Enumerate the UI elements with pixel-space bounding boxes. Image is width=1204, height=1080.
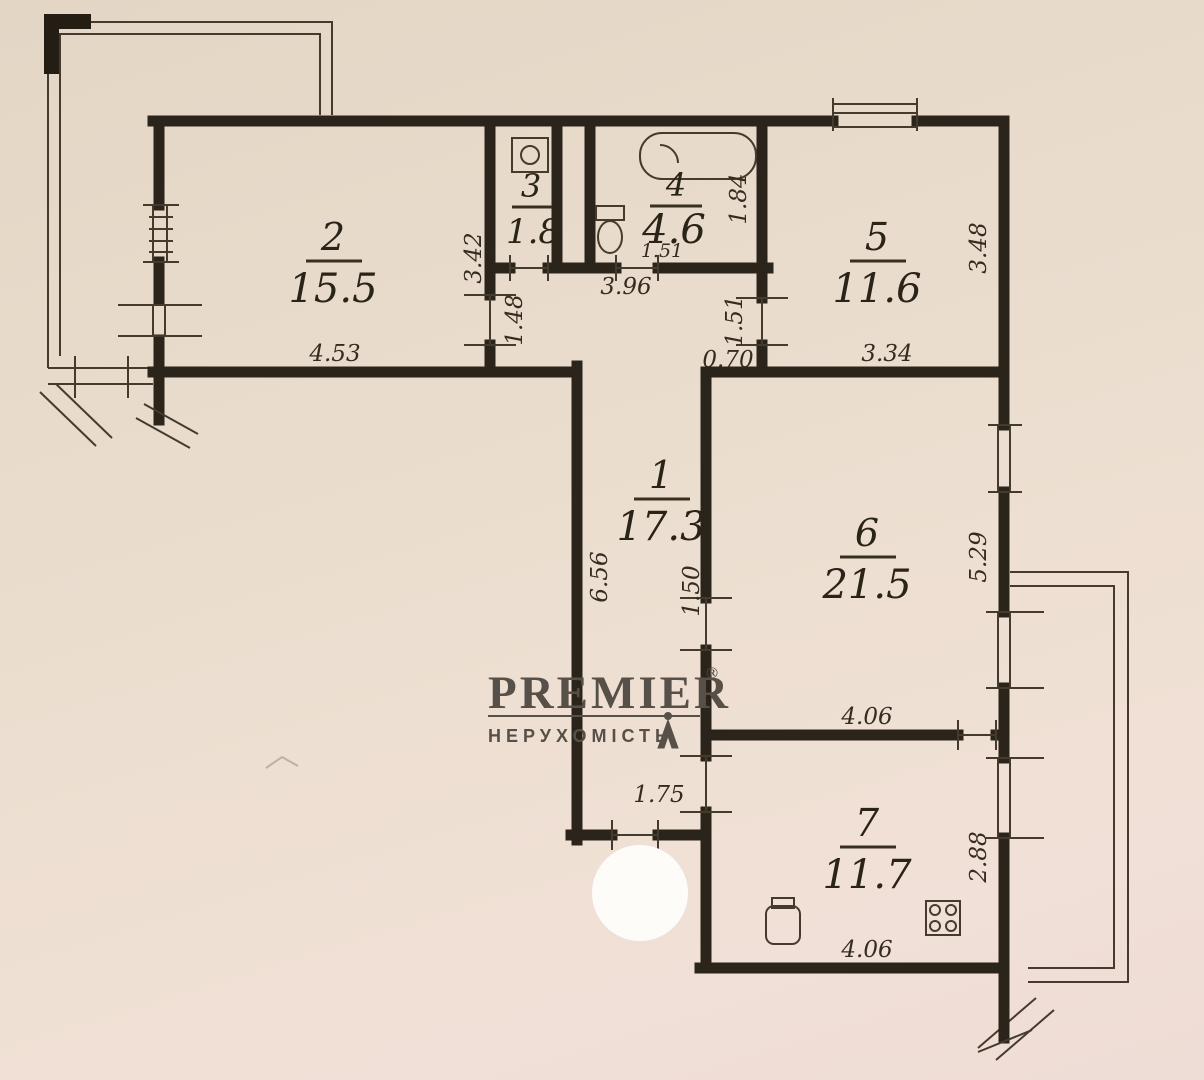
balcony-door-right [986, 611, 1044, 689]
balcony-door-room2 [118, 304, 202, 337]
sink-room7-icon [765, 897, 801, 945]
wall-break-marks [135, 403, 1033, 1053]
bathtub-icon [639, 132, 757, 180]
entrance-door [611, 820, 659, 850]
watermark-registered: ® [706, 665, 718, 682]
room3-area: 1.8 [506, 212, 560, 252]
dim-room2-width: 4.53 [308, 341, 360, 367]
room7-number: 7 [855, 801, 880, 845]
dim-room6-width: 4.06 [840, 704, 892, 730]
sink-room3-icon [511, 137, 549, 173]
room4-number: 4 [665, 166, 686, 204]
room4-area: 4.6 [641, 207, 706, 253]
room2-area: 15.5 [288, 266, 377, 312]
watermark-tower-icon [657, 712, 679, 749]
dim-entrance-width: 1.75 [633, 782, 684, 808]
room5-number: 5 [865, 215, 889, 259]
door-room4 [615, 255, 659, 281]
left-balcony-corner-wall [44, 14, 91, 74]
dim-hall-top-width: 3.96 [600, 274, 651, 300]
dim-room4-depth: 1.84 [726, 173, 752, 224]
dim-bath-door: 1.51 [641, 240, 683, 262]
dim-corridor-length: 6.56 [587, 551, 613, 602]
dim-room7-height: 2.88 [966, 831, 992, 883]
dim-room5-width: 3.34 [861, 341, 912, 367]
window-room6-right [988, 424, 1022, 493]
room2-number: 2 [320, 215, 345, 259]
walls [147, 115, 1010, 1044]
dim-hall-width: 1.48 [502, 294, 528, 345]
door-room2 [464, 294, 516, 346]
dim-room6-height: 5.29 [966, 531, 992, 582]
opening-room6-bottom [957, 720, 997, 750]
watermark-logo: PREMIER ® НЕРУХОМІСТЬ [488, 665, 731, 749]
white-mask-circle [592, 845, 688, 941]
room1-number: 1 [649, 453, 673, 497]
dim-room5-height: 3.48 [966, 222, 992, 273]
room5-area: 11.6 [832, 266, 921, 312]
door-room3 [509, 255, 549, 281]
window-room7-right [986, 757, 1044, 839]
room7-area: 11.7 [822, 852, 912, 898]
watermark-subtitle: НЕРУХОМІСТЬ [488, 726, 673, 746]
room6-area: 21.5 [821, 562, 911, 608]
door-room6 [680, 597, 732, 651]
left-balcony-outline [39, 21, 333, 447]
window-room2-left [143, 204, 179, 263]
dim-room7-width: 4.06 [840, 937, 892, 963]
dim-room5-door: 1.51 [722, 295, 748, 346]
window-top-wall [832, 98, 918, 131]
toilet-icon [595, 205, 625, 254]
stove-icon [925, 900, 961, 936]
room3-number: 3 [521, 167, 541, 205]
room6-number: 6 [855, 511, 879, 555]
room1-area: 17.3 [616, 504, 705, 550]
dim-room6-door: 1.50 [679, 565, 705, 616]
dim-wall-stub: 0.70 [702, 347, 753, 373]
room-labels: 1 17.3 2 15.5 3 1.8 4 4.6 5 11.6 6 21.5 … [288, 166, 921, 898]
door-room5 [736, 297, 788, 346]
door-room7 [680, 755, 732, 813]
watermark-brand: PREMIER [488, 667, 731, 719]
dimension-labels: 3.42 4.53 1.48 3.96 1.51 1.84 1.51 0.70 … [308, 173, 992, 963]
pencil-scribble [265, 755, 299, 769]
dim-room2-height: 3.42 [461, 232, 487, 283]
